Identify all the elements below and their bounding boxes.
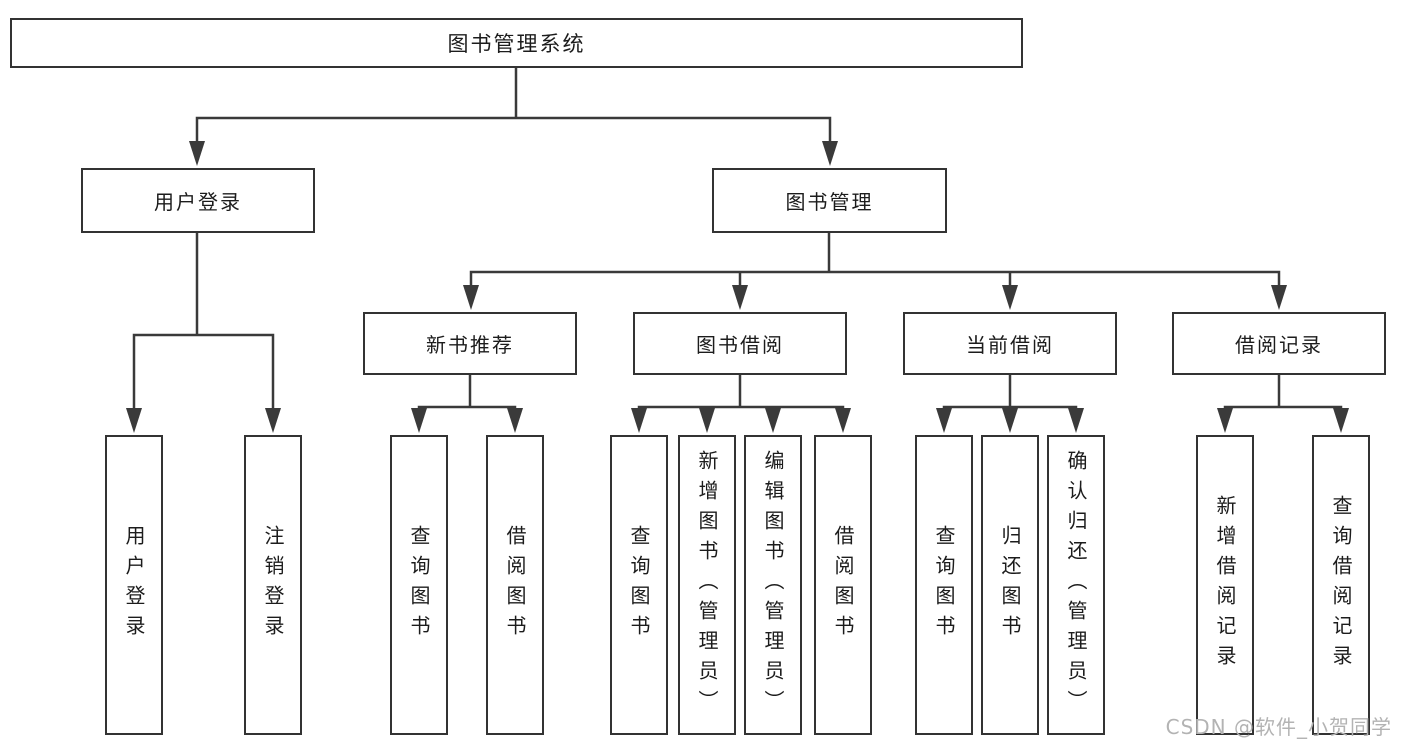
node-book-management: 图书管理 (712, 168, 947, 233)
leaf-nbr-query-book-label: 查询图书 (407, 525, 431, 645)
leaf-cb-query-book-label: 查询图书 (932, 525, 956, 645)
leaf-nbr-borrow-book-label: 借阅图书 (503, 525, 527, 645)
node-root-library-system: 图书管理系统 (10, 18, 1023, 68)
leaf-bb-query-book-label: 查询图书 (627, 525, 651, 645)
leaf-user-login-label: 用户登录 (122, 525, 146, 645)
leaf-bb-borrow-book: 借阅图书 (814, 435, 872, 735)
leaf-bb-add-book-admin-label: 新增图书（管理员） (695, 450, 719, 720)
leaf-bb-edit-book-admin: 编辑图书（管理员） (744, 435, 802, 735)
leaf-bb-borrow-book-label: 借阅图书 (831, 525, 855, 645)
leaf-br-add-borrow-record-label: 新增借阅记录 (1213, 495, 1237, 675)
node-book-borrow: 图书借阅 (633, 312, 847, 375)
node-borrow-records: 借阅记录 (1172, 312, 1386, 375)
leaf-cb-return-book: 归还图书 (981, 435, 1039, 735)
leaf-user-login: 用户登录 (105, 435, 163, 735)
node-new-book-recommend: 新书推荐 (363, 312, 577, 375)
leaf-nbr-borrow-book: 借阅图书 (486, 435, 544, 735)
leaf-bb-add-book-admin: 新增图书（管理员） (678, 435, 736, 735)
leaf-cb-query-book: 查询图书 (915, 435, 973, 735)
watermark-csdn: CSDN @软件_小贺同学 (1165, 715, 1392, 739)
leaf-bb-query-book: 查询图书 (610, 435, 668, 735)
leaf-logout-login-label: 注销登录 (261, 525, 285, 645)
node-user-login: 用户登录 (81, 168, 315, 233)
leaf-cb-confirm-return-admin-label: 确认归还（管理员） (1064, 450, 1088, 720)
leaf-logout-login: 注销登录 (244, 435, 302, 735)
leaf-br-query-borrow-record: 查询借阅记录 (1312, 435, 1370, 735)
leaf-bb-edit-book-admin-label: 编辑图书（管理员） (761, 450, 785, 720)
node-current-borrow: 当前借阅 (903, 312, 1117, 375)
leaf-cb-confirm-return-admin: 确认归还（管理员） (1047, 435, 1105, 735)
leaf-nbr-query-book: 查询图书 (390, 435, 448, 735)
leaf-br-query-borrow-record-label: 查询借阅记录 (1329, 495, 1353, 675)
leaf-cb-return-book-label: 归还图书 (998, 525, 1022, 645)
leaf-br-add-borrow-record: 新增借阅记录 (1196, 435, 1254, 735)
